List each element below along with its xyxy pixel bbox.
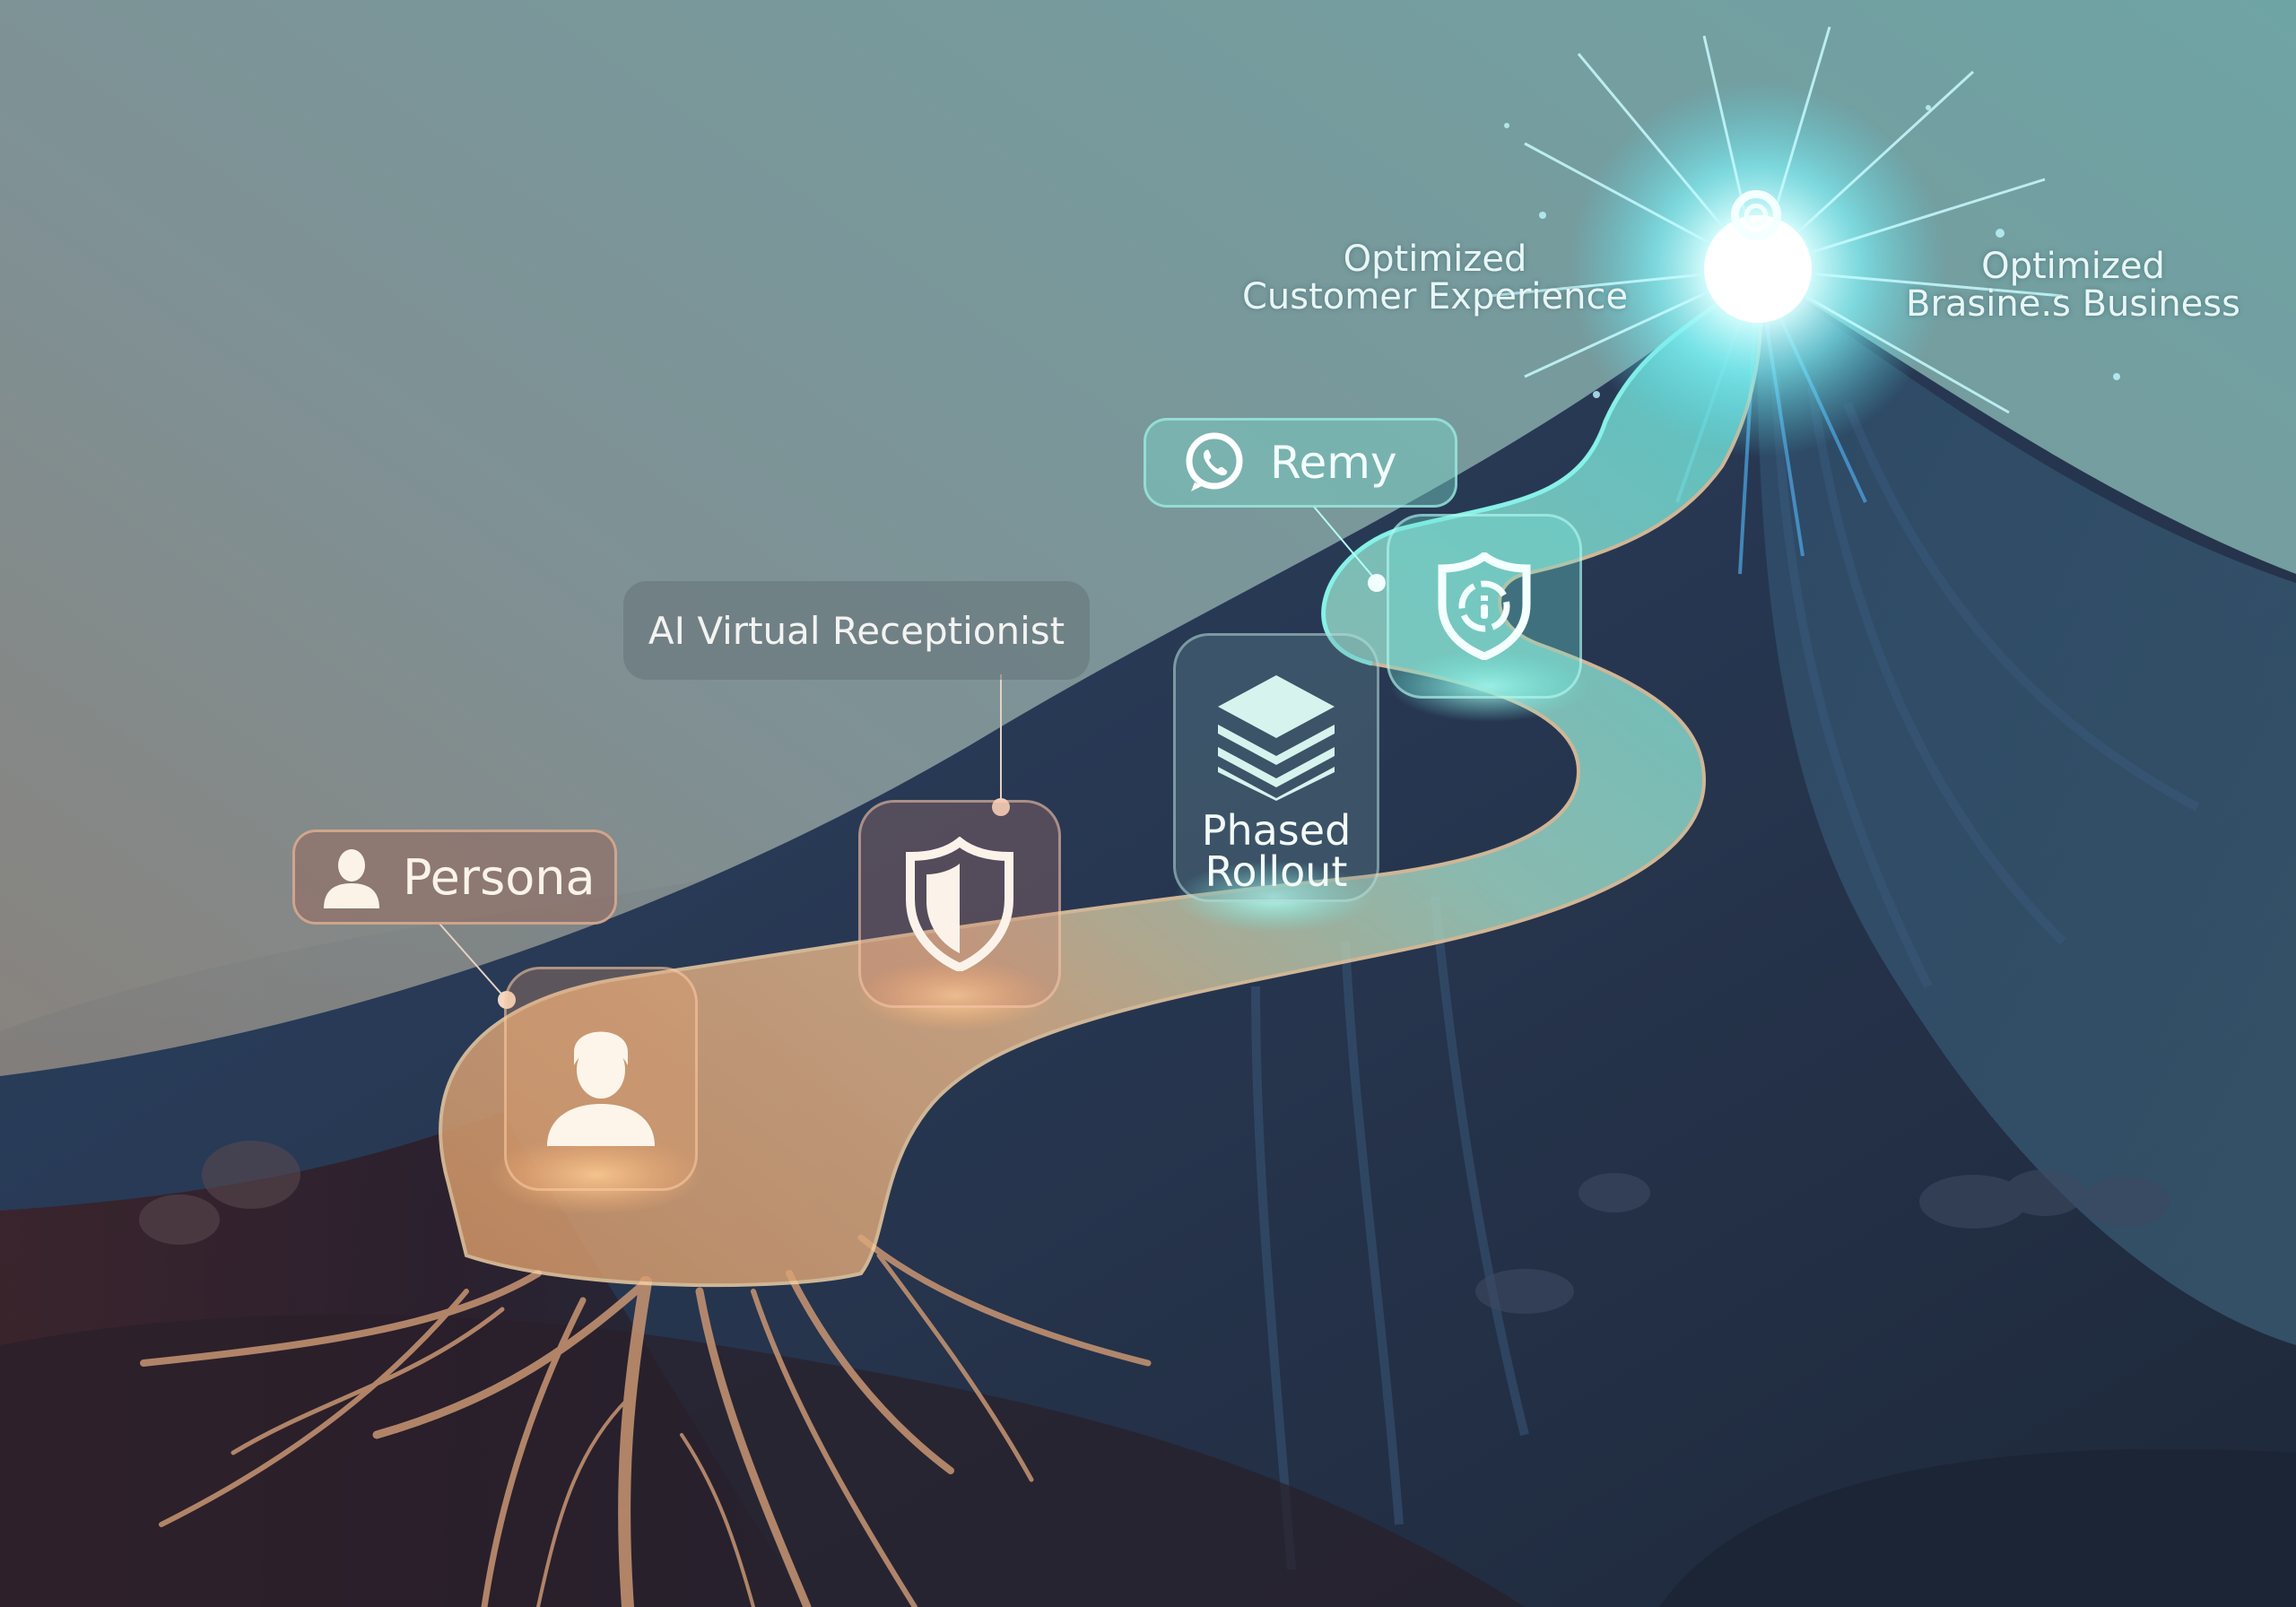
shield-icon: [906, 837, 1013, 971]
phased-rollout-step-card[interactable]: Phased Rollout: [1173, 633, 1379, 902]
persona-callout[interactable]: Persona: [292, 830, 617, 925]
peak-right-line1: Optimized: [1981, 246, 2165, 287]
peak-right-line2: Brasine.s Business: [1906, 283, 2240, 325]
ai-virtual-receptionist-callout[interactable]: AI Virtual Receptionist: [623, 581, 1090, 680]
whatsapp-phone-icon: [1186, 432, 1243, 491]
person-avatar-icon: [547, 1031, 655, 1146]
layers-icon: [1218, 675, 1335, 801]
peak-label-customer-experience: Optimized Customer Experience: [1242, 240, 1628, 316]
ai-virtual-receptionist-label: AI Virtual Receptionist: [648, 608, 1065, 653]
remy-label: Remy: [1270, 437, 1397, 489]
peak-label-business: Optimized Brasine.s Business: [1906, 248, 2240, 323]
persona-step-card[interactable]: [504, 967, 698, 1191]
phased-rollout-line2: Rollout: [1205, 847, 1348, 896]
remy-step-card[interactable]: [1387, 514, 1582, 699]
peak-left-line2: Customer Experience: [1242, 276, 1629, 317]
user-icon: [324, 849, 379, 908]
phased-rollout-label: Phased Rollout: [1202, 810, 1352, 892]
persona-label: Persona: [403, 848, 596, 906]
ai-receptionist-step-card[interactable]: [858, 800, 1061, 1008]
phased-rollout-line1: Phased: [1201, 806, 1352, 855]
target-icon: [1731, 190, 1781, 240]
shield-clock-icon: [1438, 552, 1531, 660]
remy-callout[interactable]: Remy: [1144, 418, 1457, 508]
peak-left-line1: Optimized: [1343, 239, 1527, 280]
